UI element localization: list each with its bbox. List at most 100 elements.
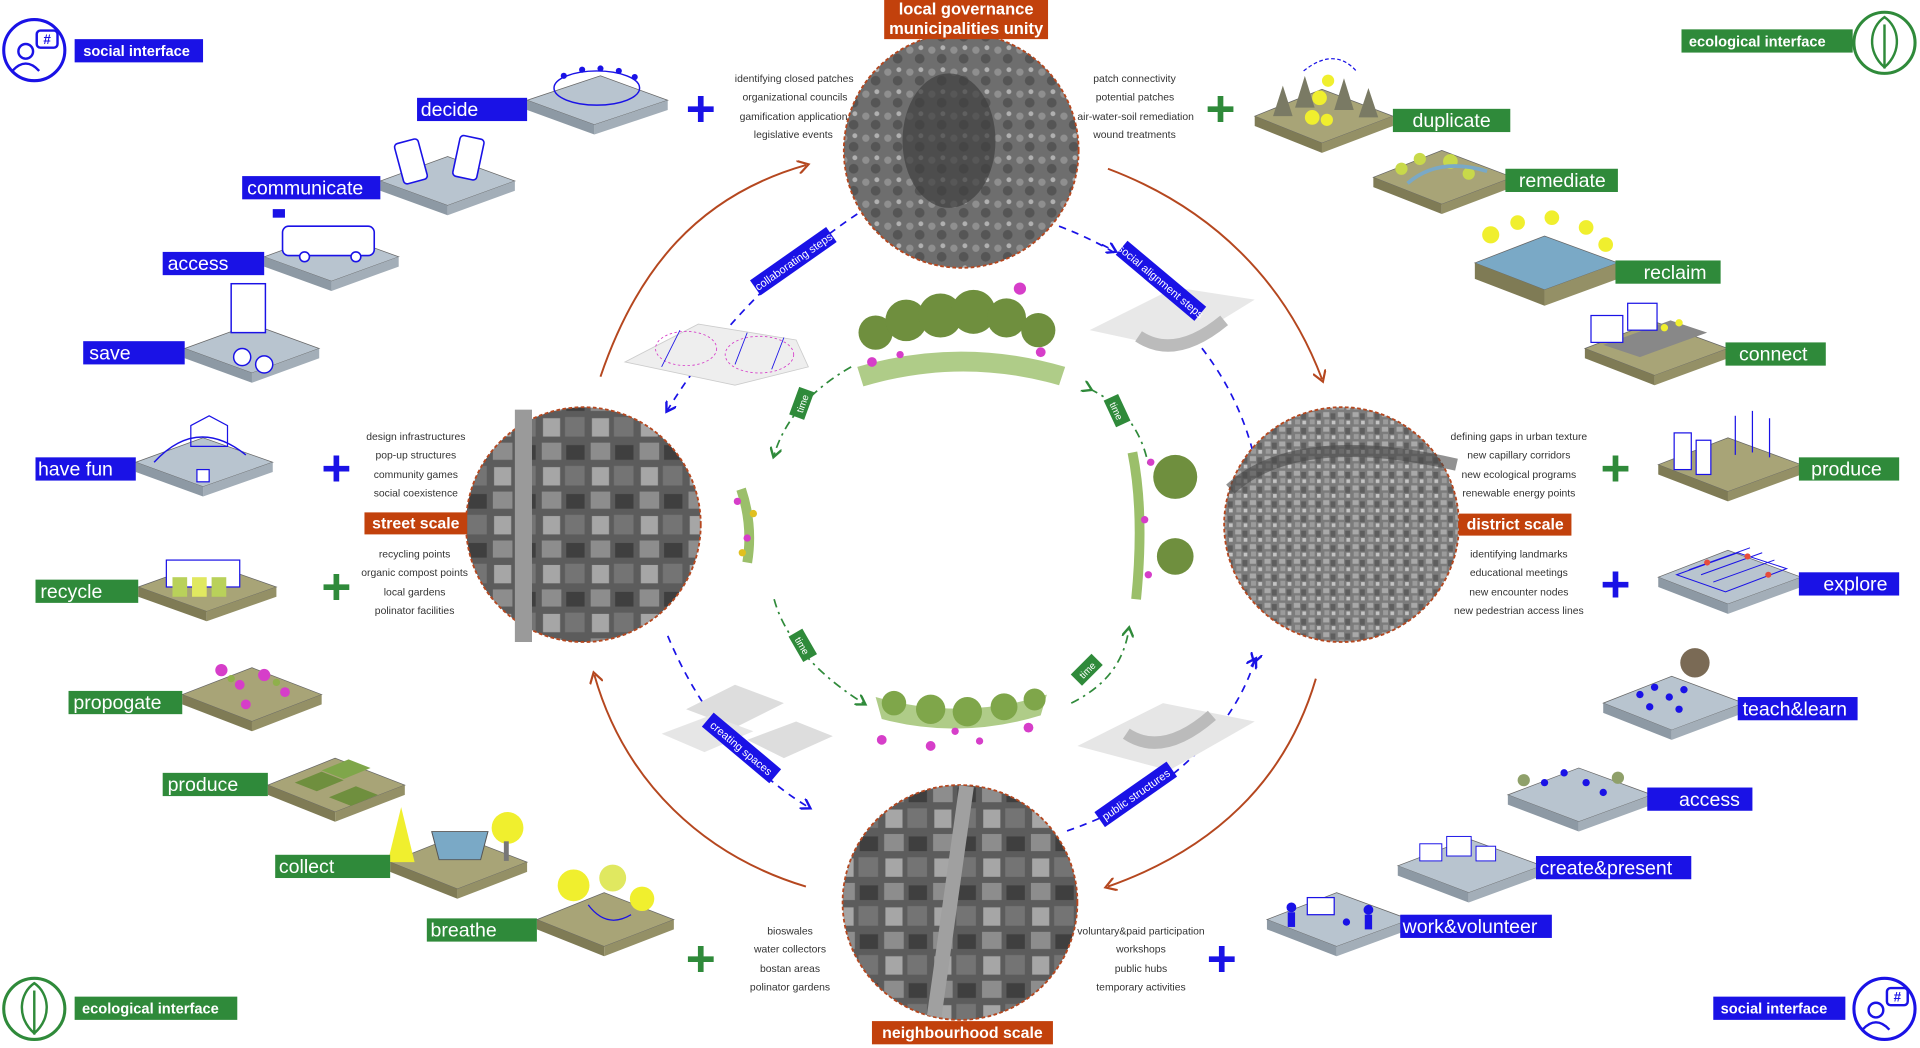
hub-label: street scale [372, 515, 460, 532]
action-create-present: create&present [1396, 835, 1692, 903]
notes-top-left: identifying closed patches organizationa… [735, 74, 854, 141]
action-label: communicate [247, 177, 363, 199]
process-label-collab: collaborating steps [750, 227, 837, 296]
action-label: remediate [1519, 170, 1606, 192]
svg-text:collaborating steps: collaborating steps [753, 231, 835, 294]
notes-right-top: defining gaps in urban texture new capil… [1451, 432, 1588, 499]
notes-top-right: patch connectivity potential patches air… [1077, 74, 1194, 141]
plus-icon: + [686, 930, 716, 987]
action-decide: decide [417, 65, 669, 135]
social-interface-icon [1852, 976, 1917, 1041]
svg-text:water collectors: water collectors [753, 945, 826, 956]
plus-icon: + [1205, 80, 1235, 137]
action-duplicate: duplicate [1253, 58, 1511, 153]
svg-text:polinator facilities: polinator facilities [375, 606, 455, 617]
svg-text:organic compost points: organic compost points [361, 568, 468, 579]
cycle-arrow [599, 165, 805, 377]
svg-text:bostan areas: bostan areas [760, 964, 820, 975]
action-label: connect [1739, 344, 1808, 366]
corner-label: ecological interface [1689, 34, 1826, 50]
action-label: recycle [40, 581, 102, 603]
svg-text:social coexistence: social coexistence [374, 488, 458, 499]
action-label: produce [1811, 459, 1882, 481]
action-label: decide [421, 99, 479, 121]
svg-text:#: # [1894, 990, 1902, 1005]
action-label: have fun [38, 459, 113, 481]
svg-text:gamification application: gamification application [740, 112, 848, 123]
plus-icon: + [686, 80, 716, 137]
time-label: time [788, 628, 818, 663]
action-label: produce [168, 774, 239, 796]
cycle-arrows [594, 165, 1322, 886]
svg-text:public hubs: public hubs [1115, 964, 1168, 975]
svg-text:renewable energy points: renewable energy points [1462, 488, 1575, 499]
svg-text:patch connectivity: patch connectivity [1093, 74, 1176, 85]
action-save: save [83, 282, 321, 383]
svg-text:polinator gardens: polinator gardens [750, 983, 830, 994]
action-produce-right: produce [1657, 410, 1900, 502]
action-access-left: access [162, 209, 400, 292]
action-remediate: remediate [1372, 150, 1618, 215]
corner-top-right: ecological interface [1681, 10, 1917, 75]
notes-left-bottom: recycling points organic compost points … [361, 550, 468, 617]
svg-text:design infrastructures: design infrastructures [366, 432, 465, 443]
plus-icon: + [1207, 930, 1237, 987]
svg-text:new ecological programs: new ecological programs [1461, 470, 1576, 481]
plus-icon: + [321, 558, 351, 615]
action-label: access [1679, 789, 1740, 811]
vignette-left-flowers [733, 487, 758, 564]
svg-text:air-water-soil remediation: air-water-soil remediation [1077, 112, 1194, 123]
cycle-arrow [1107, 167, 1322, 379]
svg-text:#: # [43, 32, 51, 47]
action-collect: collect [275, 807, 529, 899]
corner-bottom-right: social interface # [1713, 976, 1917, 1041]
hub-left: street scale [364, 406, 702, 643]
process-label-public: public structures [1094, 761, 1178, 828]
plus-icon: + [321, 439, 351, 496]
action-label: propogate [73, 692, 161, 714]
action-label: explore [1823, 574, 1887, 596]
hub-label: municipalities unity [889, 20, 1044, 38]
aerial-photo [1223, 406, 1460, 643]
hub-label: district scale [1467, 517, 1564, 534]
action-produce-left: produce [162, 757, 406, 822]
hub-top: local governance municipalities unity [842, 0, 1080, 269]
svg-text:voluntary&paid participation: voluntary&paid participation [1077, 926, 1205, 937]
plus-signs: + + + + + + + + [321, 80, 1630, 987]
action-have-fun: have fun [35, 415, 274, 497]
vignette-right-trees [1127, 451, 1198, 600]
svg-text:potential patches: potential patches [1096, 92, 1174, 103]
notes-bottom-left: bioswales water collectors bostan areas … [750, 926, 830, 993]
vignette-top-trees [857, 282, 1066, 387]
notes-left-top: design infrastructures pop-up structures… [366, 432, 465, 499]
aerial-photo [465, 406, 702, 643]
plus-icon: + [1600, 556, 1630, 613]
action-label: teach&learn [1743, 698, 1847, 720]
svg-text:defining gaps in urban texture: defining gaps in urban texture [1451, 432, 1588, 443]
svg-text:new encounter nodes: new encounter nodes [1469, 588, 1568, 599]
corner-label: social interface [83, 44, 190, 60]
svg-text:local gardens: local gardens [384, 588, 446, 599]
action-label: collect [279, 856, 335, 878]
svg-text:identifying closed patches: identifying closed patches [735, 74, 854, 85]
action-reclaim: reclaim [1473, 210, 1721, 306]
cycle-arrow [1108, 678, 1317, 887]
action-label: save [89, 343, 130, 365]
vignette-public-structures [1077, 703, 1255, 771]
hub-label: neighbourhood scale [882, 1025, 1043, 1042]
hub-right: district scale [1223, 406, 1572, 643]
svg-text:wound treatments: wound treatments [1092, 130, 1175, 141]
action-label: duplicate [1412, 110, 1490, 132]
action-teach-learn: teach&learn [1602, 648, 1858, 740]
action-explore: explore [1657, 547, 1900, 614]
action-connect: connect [1583, 302, 1826, 386]
svg-text:new capillary corridors: new capillary corridors [1467, 451, 1570, 462]
action-label: access [168, 253, 229, 275]
aerial-photo [841, 784, 1079, 1021]
time-label: time [789, 386, 815, 420]
social-interface-icon [2, 18, 67, 83]
action-access-right: access [1506, 767, 1753, 832]
action-work-volunteer: work&volunteer [1265, 892, 1552, 957]
hub-label: local governance [899, 1, 1034, 19]
